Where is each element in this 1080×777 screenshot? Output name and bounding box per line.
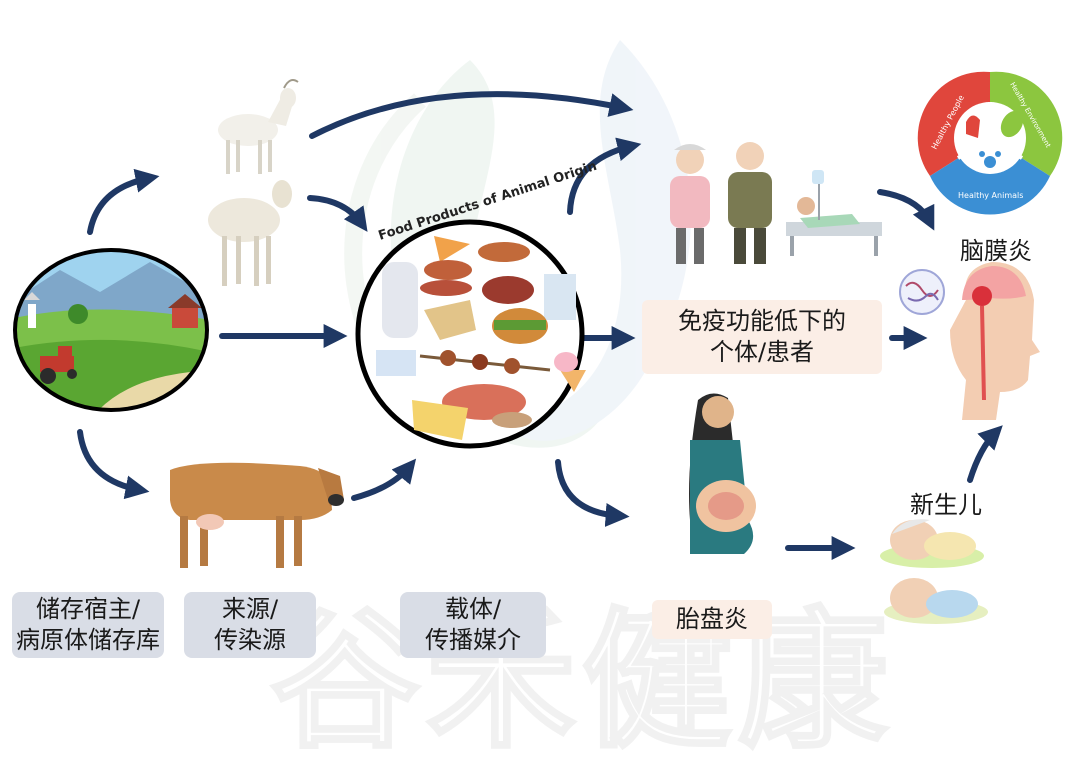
label-vehicle-line1: 载体/: [444, 595, 502, 623]
label-immuno-line1: 免疫功能低下的: [678, 307, 846, 335]
sheep-image: [208, 180, 292, 286]
arrow-food-to-elderly: [567, 137, 642, 215]
arrow-food-to-pregnant: [555, 459, 630, 527]
label-source-line1: 来源/: [221, 595, 279, 623]
label-immunocompromised: 免疫功能低下的 个体/患者: [642, 300, 882, 375]
arrow-elderly-to-meningitis: [877, 189, 935, 231]
label-source-line2: 传染源: [214, 626, 286, 655]
label-immuno-line2: 个体/患者: [709, 338, 815, 367]
label-newborn: 新生儿: [910, 491, 982, 519]
arrow-newborn-to-meningitis: [967, 425, 1003, 483]
label-reservoir-line2: 病原体储存库: [16, 626, 160, 655]
diagram-canvas: Healthy People Healthy Environment Healt…: [13, 40, 1063, 624]
label-vehicle: 载体/ 传播媒介: [400, 592, 546, 659]
label-reservoir: 储存宿主/ 病原体储存库: [12, 592, 164, 659]
pregnant-woman-image: [689, 393, 756, 554]
arrow-goat-to-elderly: [309, 91, 634, 139]
watermark: 谷禾健康: [268, 594, 895, 771]
label-placentitis: 胎盘炎: [652, 600, 772, 640]
label-placentitis-text: 胎盘炎: [676, 605, 748, 633]
arrow-sheep-to-food: [307, 195, 368, 232]
label-source: 来源/ 传染源: [184, 592, 316, 659]
one-health-logo: Healthy People Healthy Environment Healt…: [917, 71, 1063, 215]
farm-reservoir-image: [13, 248, 209, 412]
elderly-couple-image: [670, 142, 772, 264]
bacteria-image: [899, 269, 945, 315]
flow-arrows: [77, 91, 1003, 560]
one-health-animals-label: Healthy Animals: [958, 191, 1023, 200]
label-vehicle-line2: 传播媒介: [425, 626, 521, 655]
hospital-patient-image: [786, 170, 882, 256]
label-reservoir-line1: 储存宿主/: [35, 595, 141, 623]
arrow-reservoir-to-cow: [77, 429, 150, 500]
arrow-reservoir-to-goat: [87, 168, 160, 235]
arrow-cow-to-food: [351, 458, 417, 501]
label-meningitis: 脑膜炎: [960, 237, 1032, 265]
cow-image: [170, 462, 344, 568]
food-products-circle: [355, 219, 586, 449]
goat-image: [218, 79, 299, 174]
meningitis-head-image: [950, 262, 1040, 420]
newborn-babies-image: [880, 519, 988, 624]
